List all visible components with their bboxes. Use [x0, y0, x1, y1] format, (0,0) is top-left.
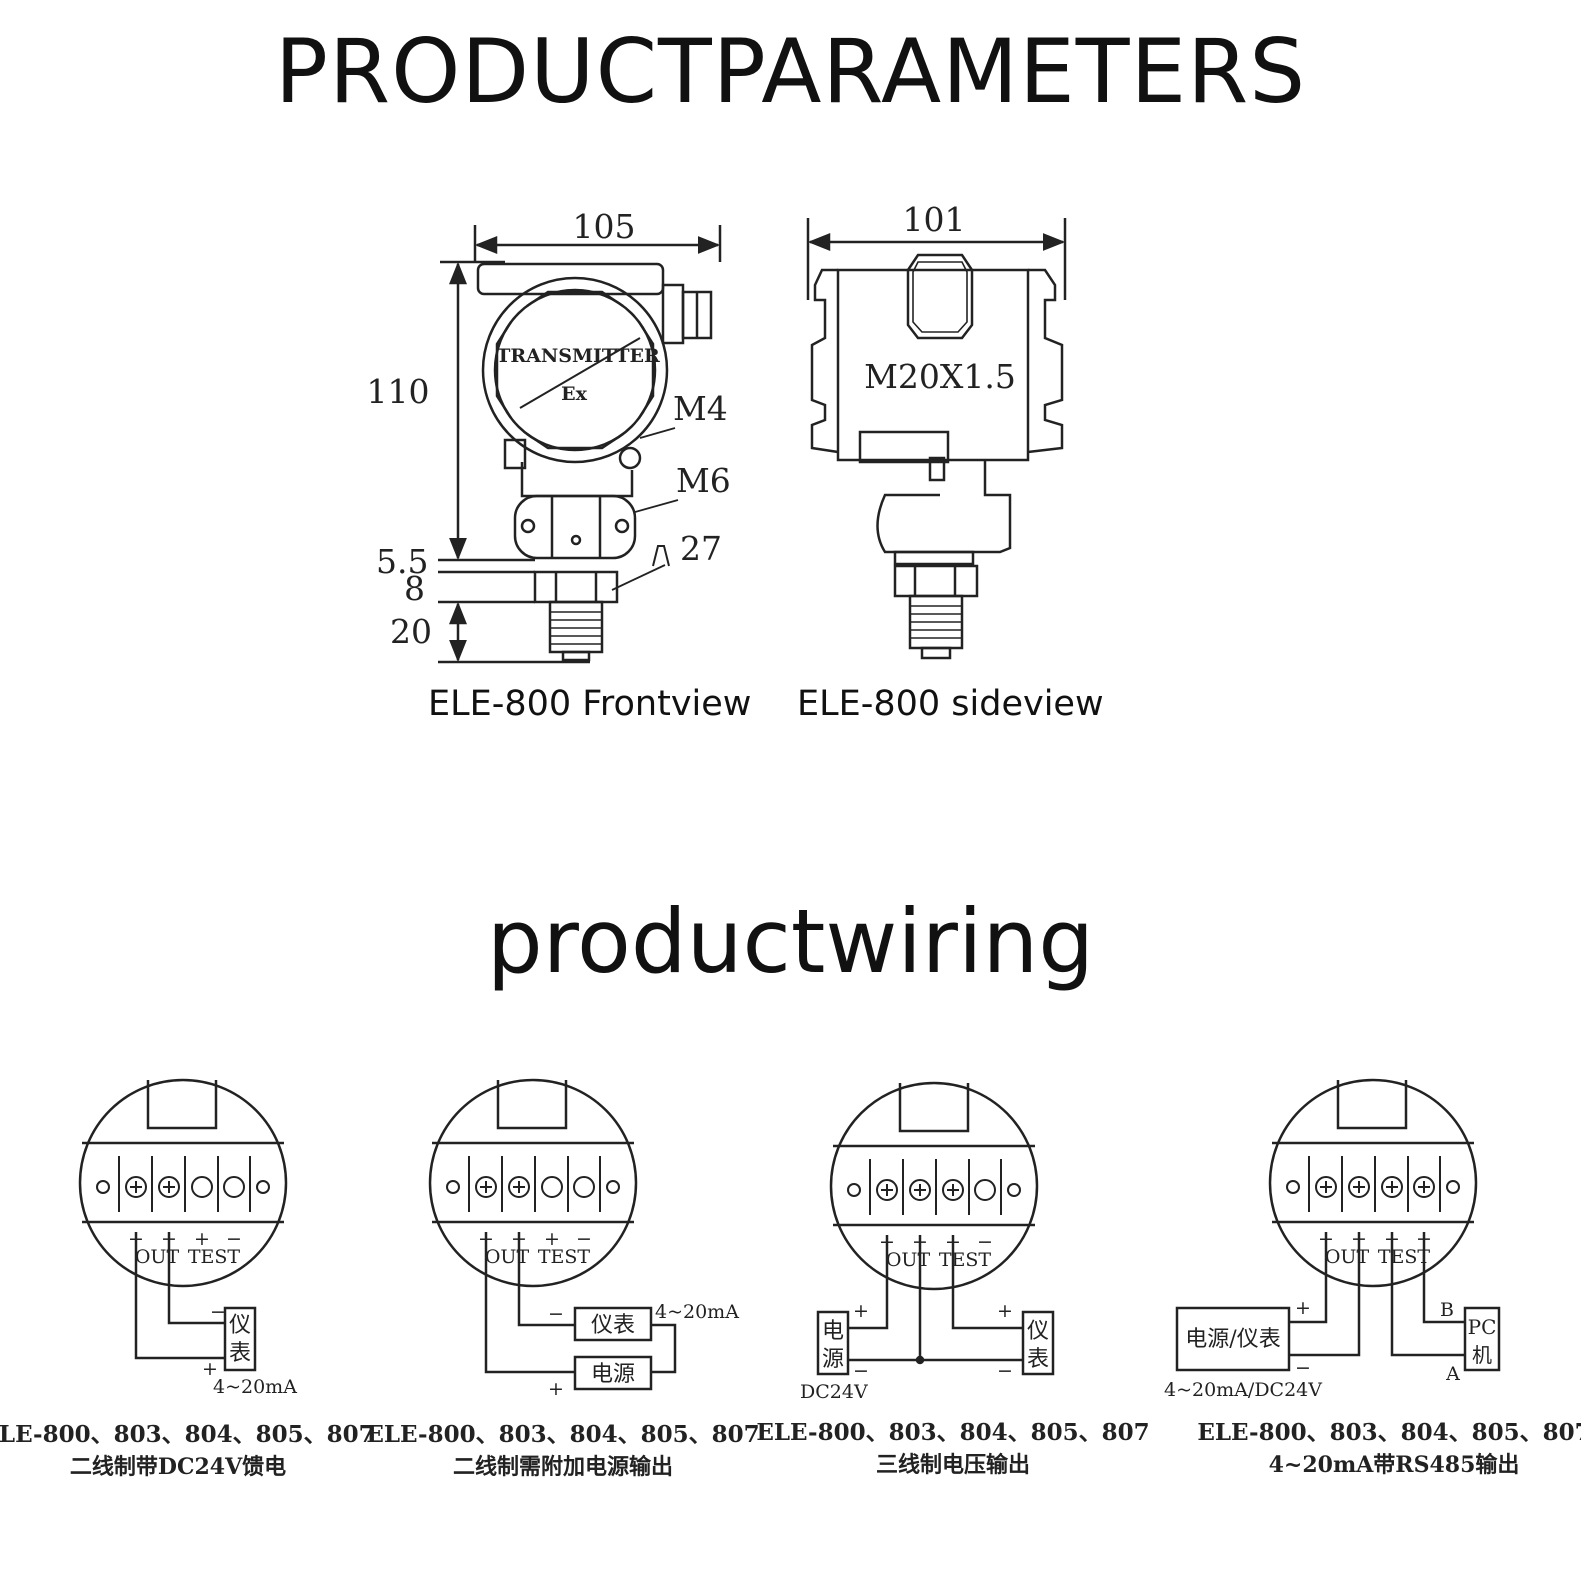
w4-pc-2: 机 [1472, 1343, 1492, 1367]
front-view-caption: ELE-800 Frontview [428, 684, 752, 724]
w3-minus-out: − [912, 1231, 928, 1253]
w2-meter: 仪表 [591, 1313, 635, 1338]
w3-minus-left: − [853, 1360, 869, 1382]
wrench-27-label: 27 [680, 529, 722, 568]
w1-signal: 4~20mA [213, 1376, 297, 1398]
w3-plus-test: + [945, 1231, 961, 1253]
w2-plus: + [548, 1378, 564, 1400]
w2-signal: 4~20mA [655, 1301, 739, 1323]
w3-meter-1: 仪 [1027, 1319, 1049, 1344]
w1-minus-test: − [226, 1228, 242, 1250]
w4-rs485-a: A [1445, 1363, 1460, 1385]
w3-plus-out: + [879, 1231, 895, 1253]
w3-minus-right: − [997, 1360, 1013, 1382]
w1-plus-out: + [128, 1228, 144, 1250]
w4-pc-1: PC [1468, 1315, 1497, 1339]
thread-label: M20X1.5 [864, 357, 1016, 396]
w3-out-label: OUT [886, 1249, 931, 1271]
w2-test-label: TEST [538, 1246, 591, 1268]
w1-minus-out: − [161, 1228, 177, 1250]
w1-test-label: TEST [188, 1246, 241, 1268]
w2-models: ELE-800、803、804、805、807 [366, 1421, 759, 1448]
w1-minus: − [210, 1301, 226, 1323]
w3-plus-left: + [853, 1300, 869, 1322]
w2-plus-test: + [544, 1228, 560, 1250]
w4-power-meter: 电源/仪表 [1185, 1327, 1280, 1352]
ex-label: Ex [561, 383, 587, 405]
w4-minus-out: − [1351, 1228, 1367, 1250]
side-view-drawing [806, 218, 1067, 660]
w2-power: 电源 [591, 1362, 635, 1387]
w4-rs485-b: B [1440, 1299, 1454, 1321]
w4-test-label: TEST [1378, 1246, 1431, 1268]
wiring-heading: productwiring [486, 890, 1095, 993]
w2-minus-test: − [576, 1228, 592, 1250]
w3-minus-test: − [977, 1231, 993, 1253]
dim-8-label: 8 [404, 569, 425, 608]
w2-plus-out: + [478, 1228, 494, 1250]
transmitter-label: TRANSMITTER [496, 345, 660, 367]
front-view-drawing [438, 225, 722, 664]
w4-out-label: OUT [1325, 1246, 1370, 1268]
w4-plus-out: + [1318, 1228, 1334, 1250]
wiring-diagram-2 [428, 1078, 677, 1391]
w1-plus-test: + [194, 1228, 210, 1250]
w1-meter-2: 表 [229, 1341, 251, 1366]
side-view-caption: ELE-800 sideview [797, 684, 1104, 724]
wiring-diagram-4 [1175, 1078, 1501, 1372]
dim-5-5-label: 5.5 [376, 542, 428, 581]
w2-out-label: OUT [485, 1246, 530, 1268]
w1-models: ELE-800、803、804、805、807 [0, 1421, 375, 1448]
w3-models: ELE-800、803、804、805、807 [756, 1419, 1149, 1446]
w2-minus-out: − [511, 1228, 527, 1250]
w2-desc: 二线制需附加电源输出 [453, 1454, 673, 1480]
w3-power-2: 源 [822, 1347, 844, 1372]
front-width-label: 105 [573, 207, 636, 246]
w4-models: ELE-800、803、804、805、807 [1197, 1419, 1581, 1446]
w3-signal: DC24V [800, 1381, 868, 1403]
w1-desc: 二线制带DC24V馈电 [70, 1454, 286, 1480]
wiring-diagram-3 [816, 1081, 1055, 1376]
w4-minus: − [1295, 1357, 1311, 1379]
w2-minus: − [548, 1303, 564, 1325]
w3-desc: 三线制电压输出 [876, 1452, 1030, 1478]
w1-plus: + [202, 1358, 218, 1380]
m4-label: M4 [673, 389, 728, 428]
w4-desc: 4~20mA带RS485输出 [1269, 1452, 1520, 1478]
w3-meter-2: 表 [1027, 1347, 1049, 1372]
w1-out-label: OUT [135, 1246, 180, 1268]
parameters-heading: PRODUCTPARAMETERS [274, 20, 1307, 123]
w4-signal: 4~20mA/DC24V [1164, 1379, 1322, 1401]
w3-power-1: 电 [822, 1319, 844, 1344]
wiring-diagram-1 [78, 1078, 288, 1372]
w4-minus-test: − [1416, 1228, 1432, 1250]
dim-20-label: 20 [390, 612, 432, 651]
w4-plus-test: + [1384, 1228, 1400, 1250]
front-height-label: 110 [367, 372, 430, 411]
m6-label: M6 [676, 461, 731, 500]
w1-meter-1: 仪 [229, 1313, 251, 1338]
w3-test-label: TEST [939, 1249, 992, 1271]
w3-plus-right: + [997, 1300, 1013, 1322]
w4-plus: + [1295, 1297, 1311, 1319]
side-width-label: 101 [903, 200, 966, 239]
